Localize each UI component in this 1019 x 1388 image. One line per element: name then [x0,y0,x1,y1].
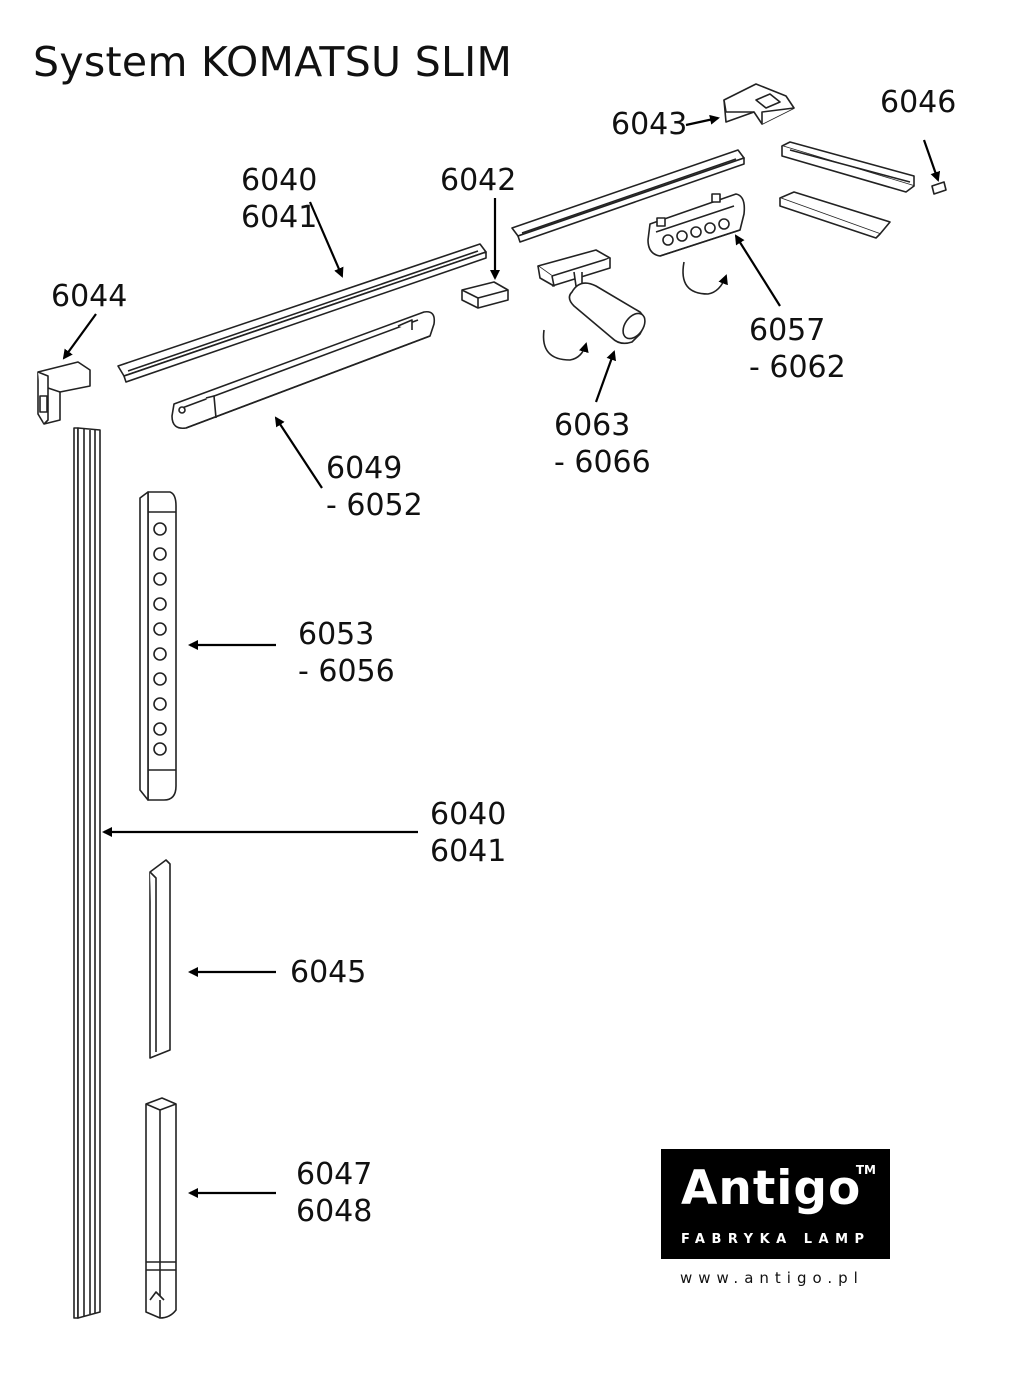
label-6063-line1: 6063 [554,408,631,443]
page-title: System KOMATSU SLIM [33,38,513,86]
pointer-6057 [734,234,781,307]
end-cap-6046 [931,181,947,195]
pointer-6040-top [308,201,344,278]
label-6043: 6043 [611,107,688,142]
label-6053-line2: - 6056 [298,654,395,689]
label-6040-top-line2: 6041 [241,200,318,235]
cover-plate [779,191,891,239]
label-6040-side: 6040 6041 [430,796,506,870]
logo-brand: Antigo [681,1161,862,1216]
rotation-arrow-linear-spot [682,261,728,295]
label-6045: 6045 [290,955,367,990]
end-cap-6042 [461,281,509,309]
cover-6045 [149,859,171,1059]
rotation-arrow-spot [542,329,589,361]
track-rail-right [511,149,745,243]
logo-trademark: TM [855,1163,876,1177]
label-6049-line1: 6049 [326,451,403,486]
pointer-6049 [274,416,323,489]
label-6040-side-line2: 6041 [430,834,507,869]
label-6057: 6057 - 6062 [749,312,846,386]
label-6047-line2: 6048 [296,1194,373,1229]
label-6046: 6046 [880,85,957,120]
label-6047-line1: 6047 [296,1157,373,1192]
spot-lamp-6063 [537,249,646,345]
label-6057-line1: 6057 [749,313,826,348]
label-6053-line1: 6053 [298,617,375,652]
pointer-6063 [594,350,616,403]
connector-6043 [723,83,795,125]
label-6042: 6042 [440,163,517,198]
linear-lamp-6049 [171,310,436,430]
pointer-6046 [922,139,941,182]
horizontal-track-rail [117,243,487,383]
label-6049-line2: - 6052 [326,488,423,523]
linear-spot-6057 [647,193,746,257]
label-6044: 6044 [51,279,128,314]
track-rail-far-right [781,141,915,193]
vertical-track-rail [73,427,101,1319]
label-6040-side-line1: 6040 [430,797,507,832]
antigo-logo: Antigo TM FABRYKA LAMP [661,1149,890,1259]
vertical-linear-lamp-6047 [145,1097,177,1319]
label-6040-top: 6040 6041 [241,162,317,236]
corner-connector-6044 [37,361,91,425]
pointer-6043 [685,114,720,127]
label-6063: 6063 - 6066 [554,407,651,481]
pointer-6044 [62,313,97,360]
label-6040-top-line1: 6040 [241,163,318,198]
label-6047: 6047 6048 [296,1156,372,1230]
label-6053: 6053 - 6056 [298,616,395,690]
label-6063-line2: - 6066 [554,445,651,480]
label-6049: 6049 - 6052 [326,450,423,524]
website-url: www.antigo.pl [680,1269,864,1287]
vertical-spot-lamp-6053 [139,491,177,801]
label-6057-line2: - 6062 [749,350,846,385]
logo-tagline: FABRYKA LAMP [681,1232,871,1247]
